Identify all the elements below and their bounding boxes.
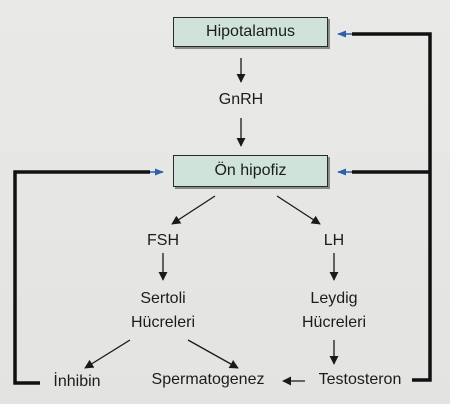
arrow-sertoli-inhibin bbox=[84, 339, 131, 369]
hypothalamus-box: Hipotalamus bbox=[173, 17, 328, 47]
fsh-label: FSH bbox=[147, 232, 179, 249]
sertoli-label-line2: Hücreleri bbox=[130, 314, 196, 331]
anterior-pituitary-label: Ön hipofiz bbox=[214, 162, 287, 179]
inhibin-label: İnhibin bbox=[53, 373, 101, 390]
testosterone-label: Testosteron bbox=[318, 371, 402, 388]
spermatogenesis-label: Spermatogenez bbox=[151, 371, 265, 388]
anterior-pituitary-box: Ön hipofiz bbox=[173, 155, 328, 187]
feedback-inhibin-loop bbox=[13, 170, 150, 385]
arrow-pituitary-lh bbox=[276, 195, 321, 225]
feedback-testosterone-loop bbox=[352, 32, 432, 382]
hypothalamus-label: Hipotalamus bbox=[206, 23, 295, 40]
arrow-sertoli-spermatogenesis bbox=[187, 339, 239, 369]
sertoli-label-line1: Sertoli bbox=[140, 290, 186, 307]
arrow-pituitary-fsh bbox=[171, 195, 216, 225]
leydig-label-line1: Leydig bbox=[310, 290, 358, 307]
lh-label: LH bbox=[323, 232, 345, 249]
gnrh-label: GnRH bbox=[218, 91, 264, 108]
leydig-label-line2: Hücreleri bbox=[301, 314, 367, 331]
